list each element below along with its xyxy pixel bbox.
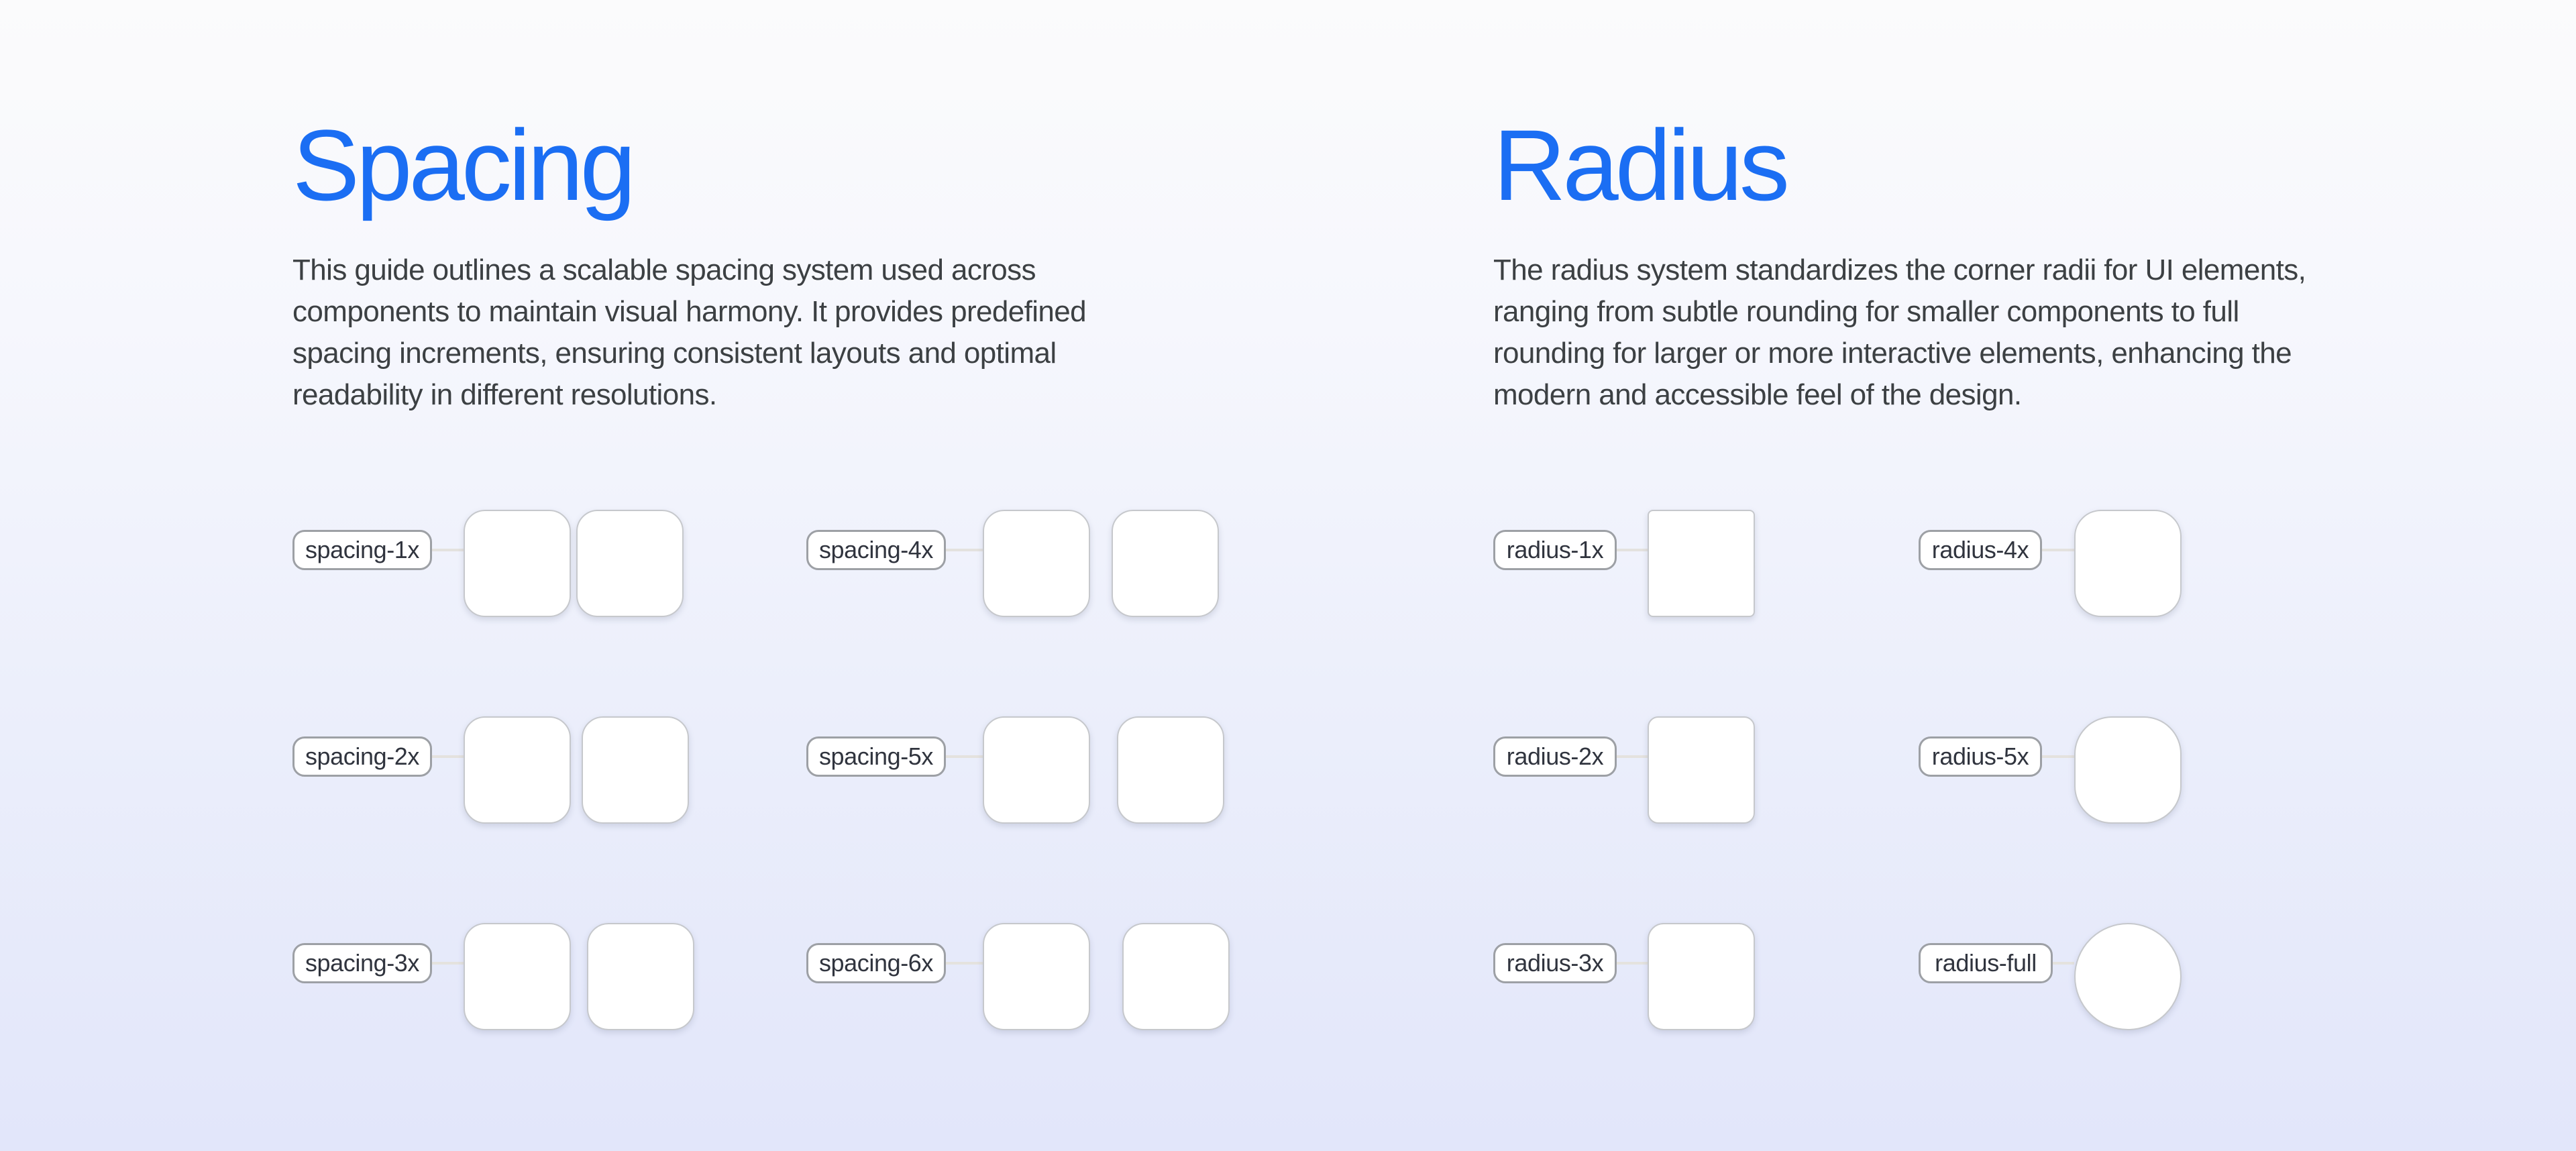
connector-line — [432, 755, 464, 758]
spacing-description-line: components to maintain visual harmony. I… — [292, 295, 1087, 328]
demo-box — [2074, 510, 2182, 617]
radius-example-4x: radius-4x — [1919, 510, 2182, 617]
pill-label: spacing-6x — [818, 949, 934, 977]
radius-description: The radius system standardizes the corne… — [1493, 250, 2306, 416]
spacing-example-3x: spacing-3x — [292, 923, 694, 1030]
demo-box — [983, 923, 1090, 1030]
pill-label: spacing-4x — [818, 536, 934, 563]
connector-line — [1617, 962, 1648, 965]
label-pill: spacing-4x — [806, 530, 946, 570]
spacing-example-5x: spacing-5x — [806, 716, 1224, 824]
demo-box — [1112, 510, 1219, 617]
spacing-description-line: spacing increments, ensuring consistent … — [292, 337, 1057, 370]
pill-label: spacing-2x — [305, 743, 420, 770]
label-pill: spacing-6x — [806, 943, 946, 983]
spacing-example-6x: spacing-6x — [806, 923, 1230, 1030]
label-pill: radius-1x — [1493, 530, 1617, 570]
radius-description-line: modern and accessible feel of the design… — [1493, 378, 2022, 411]
radius-description-line: ranging from subtle rounding for smaller… — [1493, 295, 2239, 328]
pill-label: radius-2x — [1506, 743, 1604, 770]
spacing-description-line: readability in different resolutions. — [292, 378, 717, 411]
pill-label: spacing-1x — [305, 536, 420, 563]
radius-description-line: The radius system standardizes the corne… — [1493, 254, 2306, 286]
connector-line — [432, 549, 464, 551]
radius-example-5x: radius-5x — [1919, 716, 2182, 824]
radius-example-2x: radius-2x — [1493, 716, 1755, 824]
demo-box — [2074, 716, 2182, 824]
pill-label: radius-1x — [1506, 536, 1604, 563]
demo-box — [983, 716, 1090, 824]
pill-label: radius-full — [1935, 949, 2037, 977]
demo-box — [587, 923, 694, 1030]
connector-line — [432, 962, 464, 965]
spacing-example-4x: spacing-4x — [806, 510, 1219, 617]
label-pill: radius-full — [1919, 943, 2053, 983]
spacing-demo-pair — [464, 923, 694, 1030]
demo-box — [464, 923, 571, 1030]
radius-heading: Radius — [1493, 109, 1790, 221]
spacing-description: This guide outlines a scalable spacing s… — [292, 250, 1087, 416]
spacing-example-2x: spacing-2x — [292, 716, 689, 824]
demo-box — [1122, 923, 1230, 1030]
connector-line — [946, 962, 983, 965]
demo-box — [582, 716, 689, 824]
pill-label: spacing-5x — [818, 743, 934, 770]
pill-label: radius-5x — [1931, 743, 2029, 770]
label-pill: radius-5x — [1919, 736, 2042, 777]
spacing-demo-pair — [464, 716, 689, 824]
label-pill: radius-4x — [1919, 530, 2042, 570]
spacing-demo-pair — [983, 510, 1219, 617]
label-pill: spacing-5x — [806, 736, 946, 777]
pill-label: radius-3x — [1506, 949, 1604, 977]
connector-line — [2053, 962, 2074, 965]
label-pill: spacing-3x — [292, 943, 432, 983]
label-pill: spacing-1x — [292, 530, 432, 570]
connector-line — [2042, 549, 2074, 551]
spacing-demo-pair — [464, 510, 684, 617]
label-pill: spacing-2x — [292, 736, 432, 777]
demo-box — [1648, 923, 1755, 1030]
demo-box — [464, 510, 571, 617]
demo-box — [576, 510, 684, 617]
demo-box — [1648, 716, 1755, 824]
connector-line — [946, 549, 983, 551]
radius-example-3x: radius-3x — [1493, 923, 1755, 1030]
spacing-demo-pair — [983, 923, 1230, 1030]
radius-description-line: rounding for larger or more interactive … — [1493, 337, 2292, 370]
spacing-example-1x: spacing-1x — [292, 510, 684, 617]
demo-box — [464, 716, 571, 824]
pill-label: spacing-3x — [305, 949, 420, 977]
pill-label: radius-4x — [1931, 536, 2029, 563]
radius-example-full: radius-full — [1919, 923, 2182, 1030]
connector-line — [1617, 755, 1648, 758]
demo-box — [1648, 510, 1755, 617]
demo-box — [983, 510, 1090, 617]
connector-line — [1617, 549, 1648, 551]
label-pill: radius-3x — [1493, 943, 1617, 983]
connector-line — [2042, 755, 2074, 758]
spacing-description-line: This guide outlines a scalable spacing s… — [292, 254, 1036, 286]
radius-example-1x: radius-1x — [1493, 510, 1755, 617]
connector-line — [946, 755, 983, 758]
spacing-heading: Spacing — [292, 109, 636, 221]
spacing-demo-pair — [983, 716, 1224, 824]
demo-box — [1117, 716, 1224, 824]
demo-box — [2074, 923, 2182, 1030]
label-pill: radius-2x — [1493, 736, 1617, 777]
